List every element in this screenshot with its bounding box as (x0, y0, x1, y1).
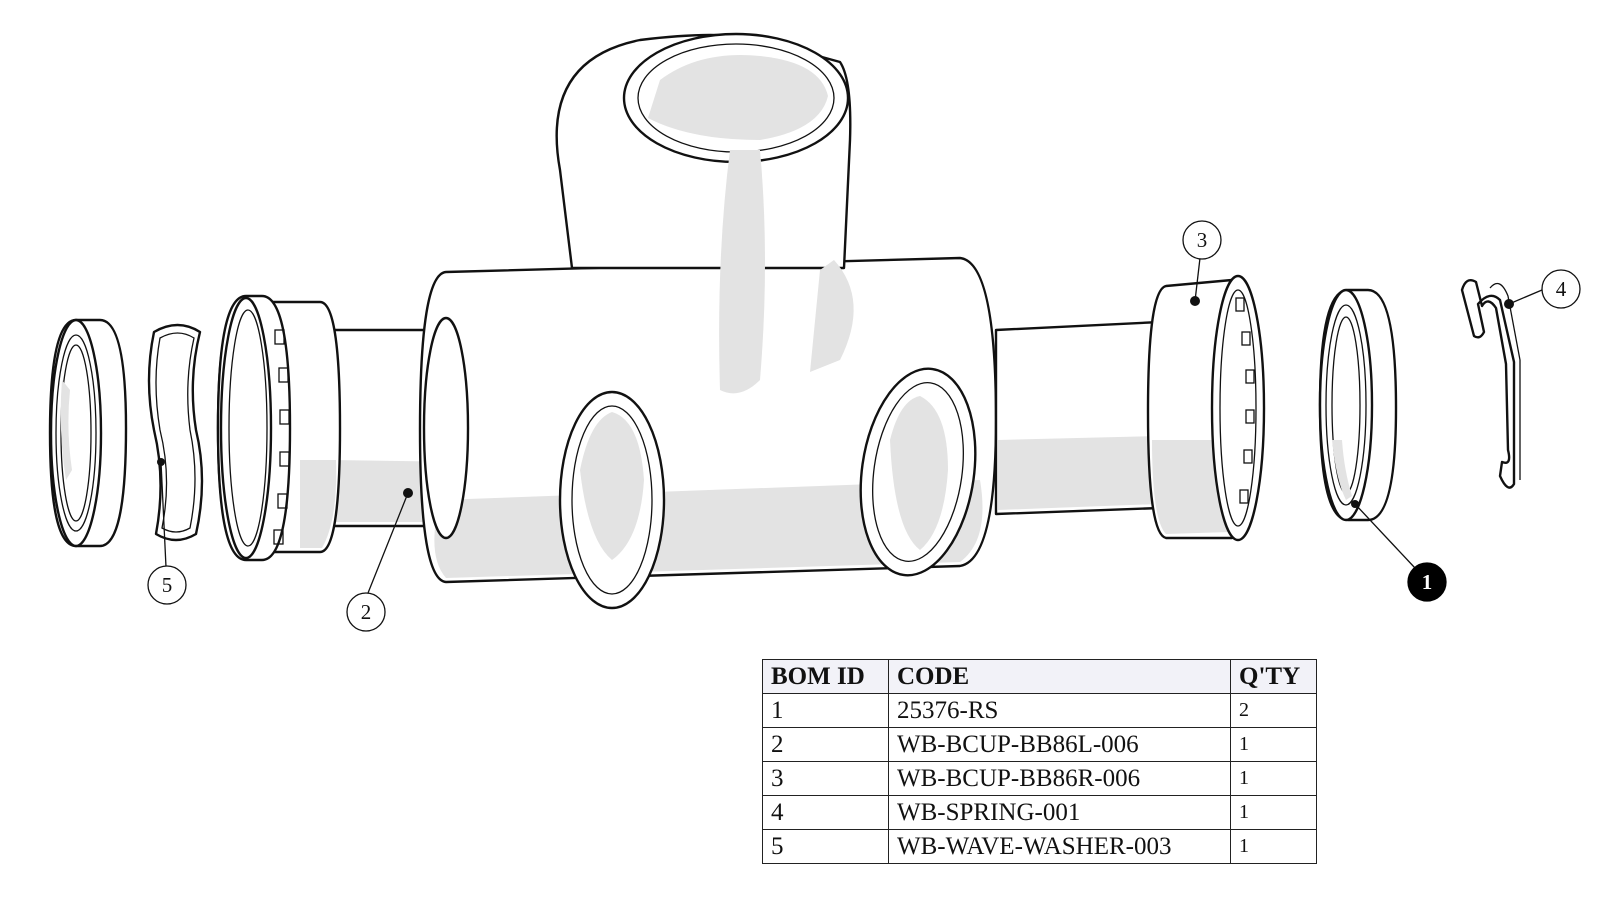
svg-text:1: 1 (1422, 570, 1433, 594)
callout-1: 1 (1407, 562, 1447, 602)
svg-text:2: 2 (361, 600, 372, 624)
right-bearing (1318, 288, 1398, 522)
bom-header-id: BOM ID (762, 659, 889, 694)
bom-header-row: BOM ID CODE Q'TY (762, 659, 1317, 694)
bom-code-cell: WB-BCUP-BB86L-006 (888, 727, 1231, 762)
bom-header-qty: Q'TY (1230, 659, 1317, 694)
bom-id-cell: 4 (762, 795, 889, 830)
bom-table: BOM ID CODE Q'TY 1 25376-RS 2 2 WB-BCUP-… (762, 659, 1317, 864)
wave-washer (147, 323, 204, 542)
bom-id-cell: 2 (762, 727, 889, 762)
bom-code-cell: WB-BCUP-BB86R-006 (888, 761, 1231, 796)
left-bearing (48, 318, 128, 548)
table-row: 1 25376-RS 2 (762, 693, 1317, 728)
bom-id-cell: 1 (762, 693, 889, 728)
bom-code-cell: WB-SPRING-001 (888, 795, 1231, 830)
bom-header-code: CODE (888, 659, 1231, 694)
right-cup (994, 274, 1266, 542)
svg-text:5: 5 (162, 573, 173, 597)
cup-notches-right (1235, 297, 1255, 504)
bom-id-cell: 3 (762, 761, 889, 796)
table-row: 4 WB-SPRING-001 1 (762, 795, 1317, 830)
bom-qty-cell: 2 (1230, 693, 1317, 728)
svg-text:3: 3 (1197, 228, 1208, 252)
bom-id-cell: 5 (762, 829, 889, 864)
callout-3: 3 (1182, 220, 1222, 260)
svg-text:4: 4 (1556, 277, 1567, 301)
callout-4: 4 (1541, 269, 1581, 309)
leader-lines (157, 257, 1543, 594)
table-row: 5 WB-WAVE-WASHER-003 1 (762, 829, 1317, 864)
bom-qty-cell: 1 (1230, 795, 1317, 830)
cup-notches-left (273, 329, 290, 545)
spring-clip (1460, 279, 1521, 489)
bottom-bracket-frame (418, 32, 998, 610)
table-row: 2 WB-BCUP-BB86L-006 1 (762, 727, 1317, 762)
table-row: 3 WB-BCUP-BB86R-006 1 (762, 761, 1317, 796)
callout-2: 2 (346, 592, 386, 632)
bom-code-cell: 25376-RS (888, 693, 1231, 728)
bom-qty-cell: 1 (1230, 761, 1317, 796)
callout-5: 5 (147, 565, 187, 605)
bom-qty-cell: 1 (1230, 727, 1317, 762)
bom-qty-cell: 1 (1230, 829, 1317, 864)
bom-code-cell: WB-WAVE-WASHER-003 (888, 829, 1231, 864)
